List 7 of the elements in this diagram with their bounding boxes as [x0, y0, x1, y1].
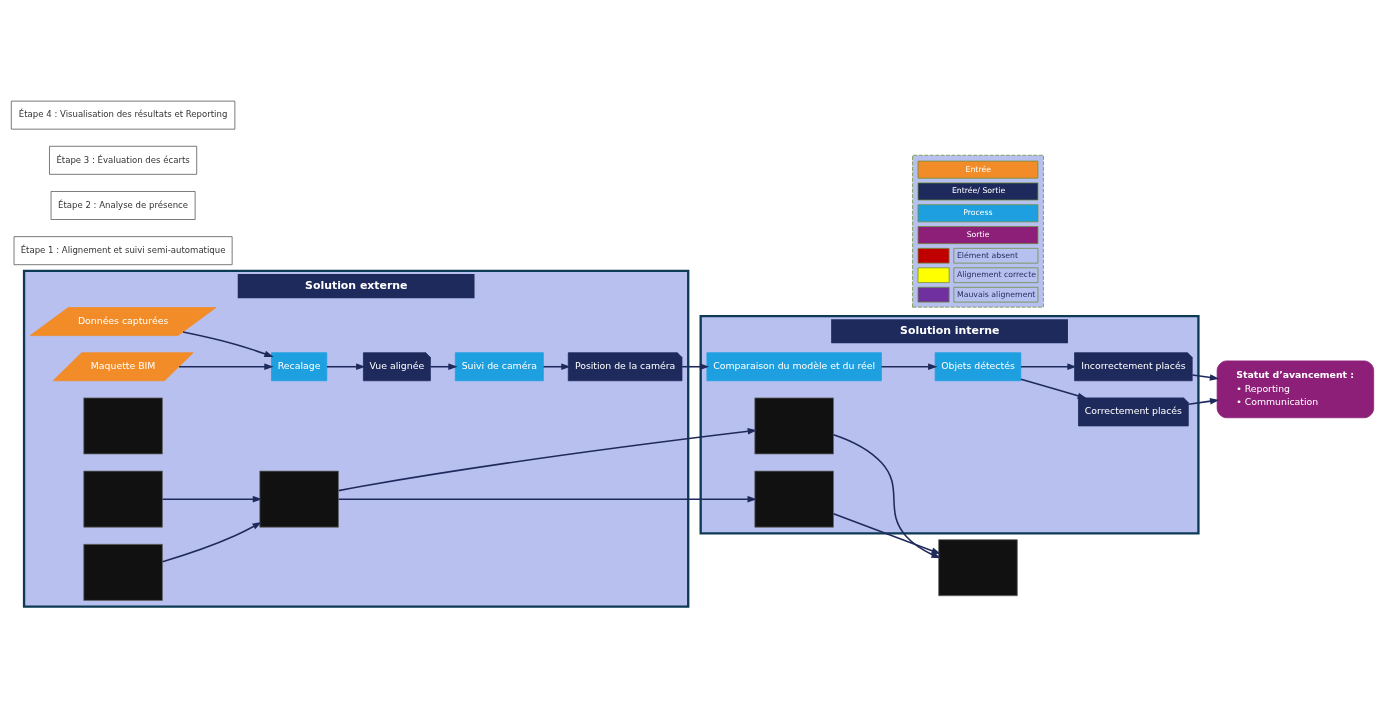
legend-label: Elément absent: [956, 250, 1019, 260]
legend-label: Process: [963, 207, 993, 217]
legend-label: Mauvais alignement: [956, 289, 1036, 299]
legend-label: Sortie: [966, 229, 990, 239]
legend-label: Entrée/ Sortie: [951, 185, 1006, 195]
legend-label: Entrée: [965, 164, 991, 174]
legend-label: Alignement correcte: [956, 269, 1036, 279]
